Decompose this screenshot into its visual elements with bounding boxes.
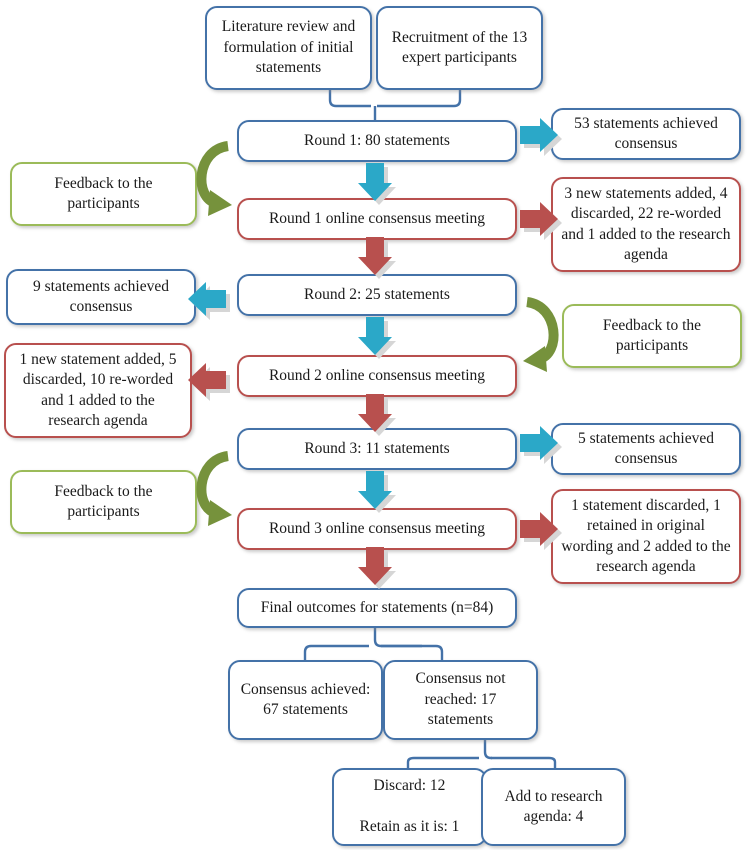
node-consensus-not-reached-label: Consensus not reached: 17 statements <box>415 670 506 729</box>
node-round1-consensus-label: 53 statements achieved consensus <box>574 114 718 152</box>
node-final-outcomes-label: Final outcomes for statements (n=84) <box>260 598 494 616</box>
node-round3-meeting[interactable]: Round 3 online consensus meeting <box>237 508 517 550</box>
node-feedback-2-label: Feedback to the participants <box>602 316 702 354</box>
node-recruitment[interactable]: Recruitment of the 13 expert participant… <box>376 6 543 90</box>
node-consensus-not-reached[interactable]: Consensus not reached: 17 statements <box>383 660 538 740</box>
node-round1-meeting-label: Round 1 online consensus meeting <box>268 209 486 227</box>
node-round1-outcome[interactable]: 3 new statements added, 4 discarded, 22 … <box>551 177 741 272</box>
node-feedback-2[interactable]: Feedback to the participants <box>562 304 742 368</box>
node-round2-outcome[interactable]: 1 new statement added, 5 discarded, 10 r… <box>4 343 192 438</box>
node-consensus-achieved[interactable]: Consensus achieved: 67 statements <box>228 660 383 740</box>
node-round2-consensus-label: 9 statements achieved consensus <box>32 277 169 315</box>
node-literature-review[interactable]: Literature review and formulation of ini… <box>205 6 372 90</box>
node-recruitment-label: Recruitment of the 13 expert participant… <box>391 28 528 66</box>
node-round3-consensus[interactable]: 5 statements achieved consensus <box>551 423 741 475</box>
node-round2-label: Round 2: 25 statements <box>304 285 450 303</box>
node-feedback-1-label: Feedback to the participants <box>54 174 153 212</box>
node-feedback-3[interactable]: Feedback to the participants <box>10 470 197 534</box>
node-round1-consensus[interactable]: 53 statements achieved consensus <box>551 108 741 160</box>
node-feedback-1[interactable]: Feedback to the participants <box>10 162 197 226</box>
node-round2-meeting-label: Round 2 online consensus meeting <box>268 366 486 384</box>
node-literature-review-label: Literature review and formulation of ini… <box>221 18 356 77</box>
node-round1[interactable]: Round 1: 80 statements <box>237 120 517 162</box>
node-round3-outcome-label: 1 statement discarded, 1 retained in ori… <box>561 496 731 575</box>
node-round3-meeting-label: Round 3 online consensus meeting <box>268 519 486 537</box>
node-round2-meeting[interactable]: Round 2 online consensus meeting <box>237 355 517 397</box>
node-round3-label: Round 3: 11 statements <box>304 439 450 457</box>
node-round2-outcome-label: 1 new statement added, 5 discarded, 10 r… <box>19 350 177 429</box>
node-final-outcomes[interactable]: Final outcomes for statements (n=84) <box>237 588 517 628</box>
node-add-research-agenda[interactable]: Add to research agenda: 4 <box>481 768 626 846</box>
node-round2-consensus[interactable]: 9 statements achieved consensus <box>6 269 196 325</box>
node-round3-outcome[interactable]: 1 statement discarded, 1 retained in ori… <box>551 489 741 584</box>
node-round1-meeting[interactable]: Round 1 online consensus meeting <box>237 198 517 240</box>
node-feedback-3-label: Feedback to the participants <box>54 482 153 520</box>
node-consensus-achieved-label: Consensus achieved: 67 statements <box>240 680 371 718</box>
node-discard-retain-label: Discard: 12 Retain as it is: 1 <box>359 777 460 836</box>
node-discard-retain[interactable]: Discard: 12 Retain as it is: 1 <box>332 768 487 846</box>
node-round1-label: Round 1: 80 statements <box>304 131 450 149</box>
node-round2[interactable]: Round 2: 25 statements <box>237 274 517 316</box>
node-round1-outcome-label: 3 new statements added, 4 discarded, 22 … <box>561 184 731 263</box>
node-round3-consensus-label: 5 statements achieved consensus <box>577 429 714 467</box>
node-round3[interactable]: Round 3: 11 statements <box>237 428 517 470</box>
node-add-research-agenda-label: Add to research agenda: 4 <box>504 787 603 825</box>
